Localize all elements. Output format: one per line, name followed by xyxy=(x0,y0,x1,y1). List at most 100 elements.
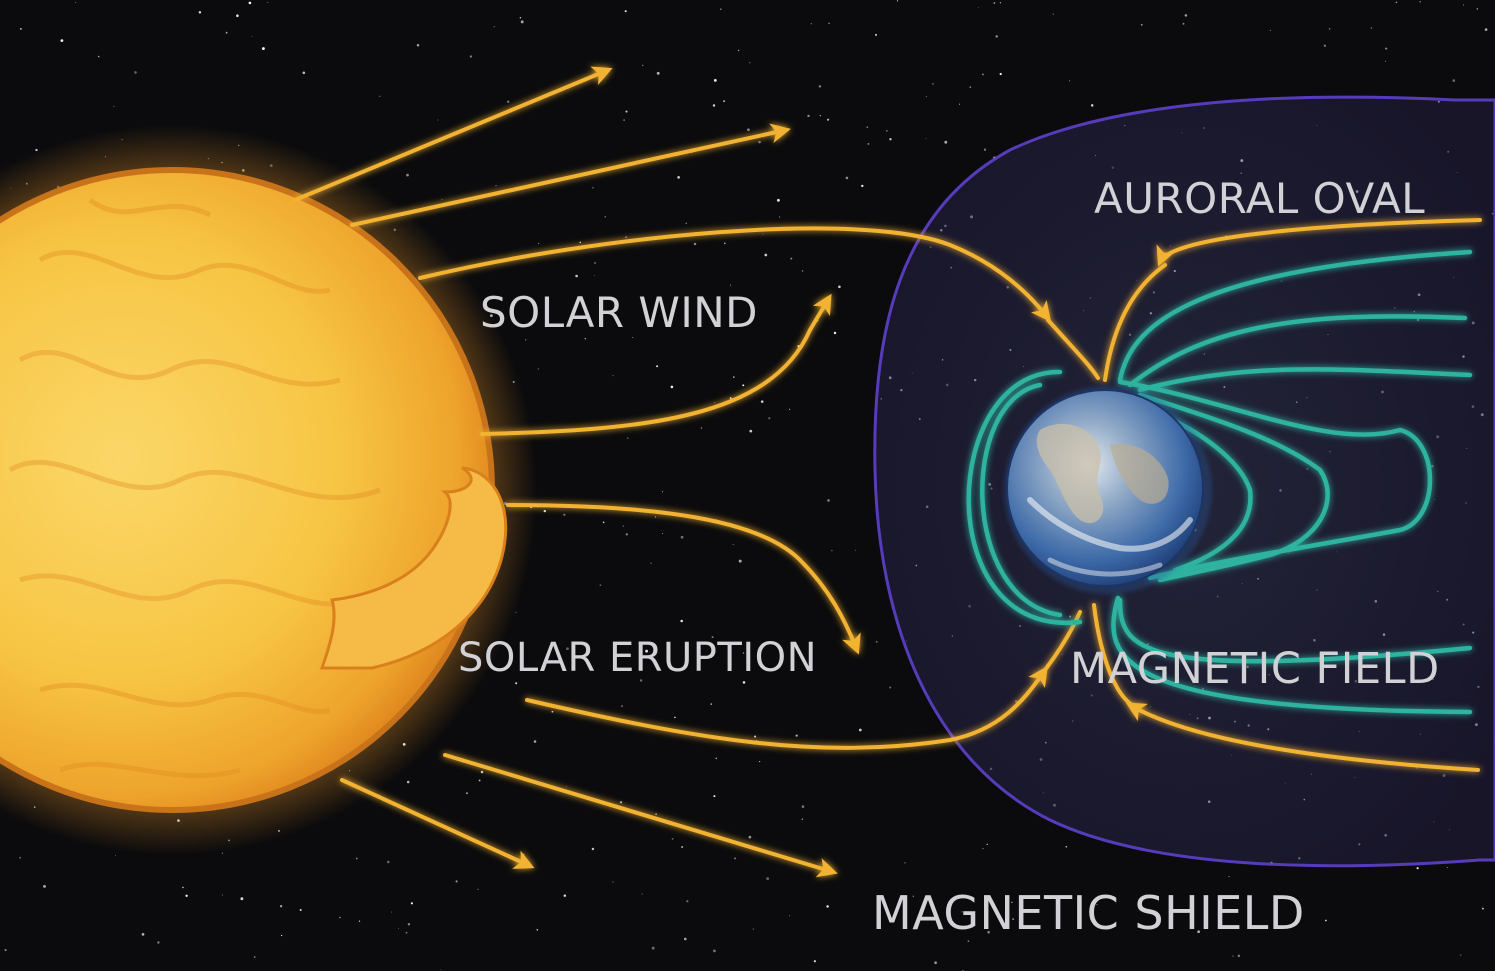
star xyxy=(700,427,703,429)
star xyxy=(742,384,745,387)
star xyxy=(35,148,38,152)
star xyxy=(889,686,892,689)
star xyxy=(685,222,687,224)
star xyxy=(867,142,870,145)
solar-wind-arrow xyxy=(1043,610,1082,672)
star xyxy=(999,72,1002,76)
star xyxy=(299,908,302,912)
star xyxy=(240,897,244,901)
star xyxy=(253,956,256,958)
star xyxy=(801,818,803,820)
solar-wind-arrow xyxy=(480,293,832,436)
star xyxy=(551,710,554,713)
star xyxy=(20,28,22,30)
star xyxy=(712,949,716,953)
star xyxy=(594,261,597,265)
star xyxy=(1463,4,1465,6)
star xyxy=(185,894,188,897)
star xyxy=(759,761,761,763)
star xyxy=(656,365,659,368)
star xyxy=(855,549,857,551)
star xyxy=(1323,44,1327,47)
star xyxy=(737,49,740,52)
star xyxy=(776,198,780,202)
star xyxy=(625,110,628,113)
star xyxy=(758,140,761,144)
star xyxy=(748,835,752,839)
auroral-oval-label: AURORAL OVAL xyxy=(1094,174,1426,223)
star xyxy=(612,375,614,377)
star xyxy=(710,703,712,705)
star xyxy=(619,801,623,804)
star xyxy=(591,847,595,851)
star xyxy=(810,23,812,25)
star xyxy=(656,71,660,75)
star xyxy=(789,408,791,410)
star xyxy=(1096,904,1098,906)
star xyxy=(742,681,746,684)
star xyxy=(1416,867,1419,870)
star xyxy=(407,923,411,926)
star xyxy=(875,33,877,36)
star xyxy=(807,114,810,118)
star xyxy=(632,336,634,339)
star xyxy=(833,331,837,335)
solar-wind-arrow xyxy=(525,665,1048,750)
star xyxy=(1232,955,1234,957)
star xyxy=(469,55,473,58)
star xyxy=(97,55,100,58)
star xyxy=(654,516,656,518)
star xyxy=(789,915,790,917)
star xyxy=(1460,954,1462,956)
star xyxy=(752,928,754,930)
star xyxy=(801,805,805,808)
star xyxy=(387,860,390,864)
star xyxy=(729,397,732,400)
star xyxy=(641,893,643,895)
star xyxy=(831,550,833,552)
star xyxy=(1011,901,1013,904)
solar-wind-arrow xyxy=(506,503,861,655)
star xyxy=(519,17,522,19)
star xyxy=(478,779,481,782)
star xyxy=(795,734,798,737)
star xyxy=(625,236,627,239)
star xyxy=(828,22,830,25)
star xyxy=(566,647,569,651)
star xyxy=(537,368,539,370)
star xyxy=(1182,22,1185,25)
star xyxy=(1446,866,1449,869)
star xyxy=(261,47,265,51)
star xyxy=(221,852,223,854)
star xyxy=(599,584,602,587)
star xyxy=(279,905,283,908)
star xyxy=(944,140,948,144)
star xyxy=(533,740,537,743)
solar-wind-arrow xyxy=(418,226,1052,322)
star xyxy=(981,73,984,76)
star xyxy=(715,757,718,760)
star xyxy=(1385,47,1388,50)
star xyxy=(749,62,751,64)
star xyxy=(520,20,524,24)
star xyxy=(493,26,495,28)
star xyxy=(280,934,283,937)
star xyxy=(819,115,821,117)
star xyxy=(858,728,862,732)
magnetic-field-line xyxy=(980,382,1063,618)
star xyxy=(827,499,830,502)
star xyxy=(912,895,914,897)
magnetic-field-lines xyxy=(966,249,1473,715)
magnetic-field-line xyxy=(1137,367,1473,393)
star xyxy=(779,216,781,218)
star xyxy=(379,95,381,97)
star xyxy=(680,535,684,539)
star xyxy=(236,14,239,17)
star xyxy=(896,0,899,2)
sun-icon xyxy=(0,125,537,855)
star xyxy=(592,186,594,189)
star xyxy=(267,2,269,3)
star xyxy=(925,137,927,139)
magnetic-field-line xyxy=(1117,597,1473,664)
